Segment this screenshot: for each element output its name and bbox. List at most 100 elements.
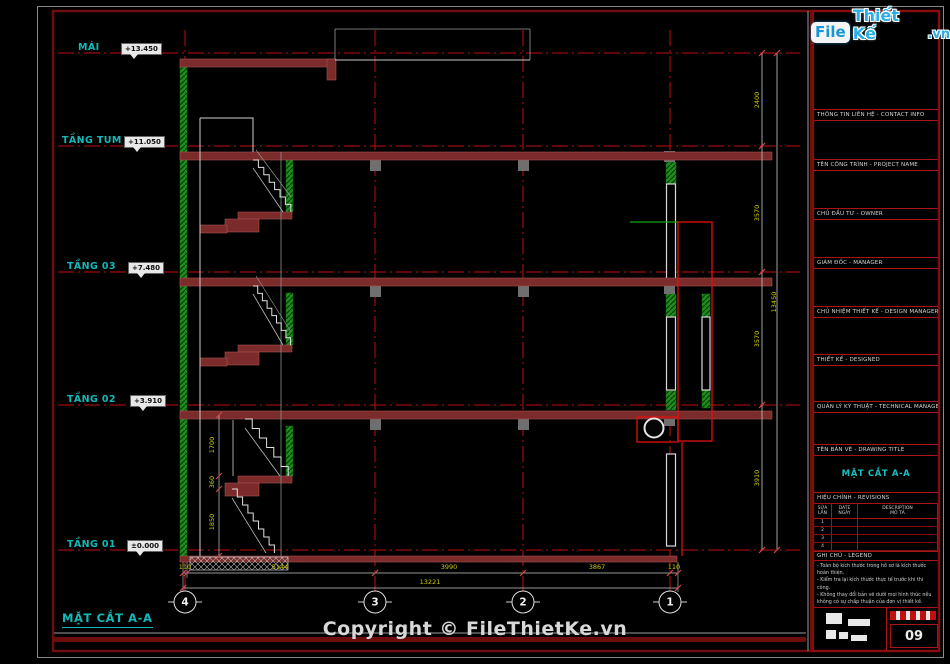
rev-col-text: LẦN (818, 511, 827, 516)
rev-date (832, 535, 858, 542)
stamp-block (851, 635, 867, 641)
stamp-block (848, 619, 870, 626)
dim-right: 3570 (753, 204, 761, 222)
rev-no: 2 (814, 527, 832, 534)
roof-lines (334, 28, 531, 61)
tb-header-technical: QUẢN LÝ KỸ THUẬT - TECHNICAL MANAGER (814, 401, 938, 413)
elevation-tag: +13.450 (121, 43, 162, 59)
rev-date (832, 519, 858, 526)
tb-header-owner: CHỦ ĐẦU TƯ - OWNER (814, 208, 938, 220)
rev-col-text: DESCRIPTION (882, 505, 913, 511)
logo-domain: .vn (927, 27, 950, 42)
elevation-value: +13.450 (125, 45, 158, 53)
rev-col-text: DATE (838, 505, 851, 511)
rev-no: 4 (814, 543, 832, 550)
dim-bottom: 110 (667, 563, 681, 571)
elevation-value: +3.910 (134, 397, 163, 405)
grid-bubble-1: 1 (658, 590, 682, 614)
logo-text: Thiết Kế (852, 6, 899, 43)
revision-row: 4 (814, 543, 938, 551)
tb-header-manager: GIÁM ĐỐC - MANAGER (814, 257, 938, 269)
elevation-tag: +3.910 (130, 395, 167, 411)
tb-cell (814, 171, 938, 208)
rev-desc (858, 535, 938, 542)
stamp-divider (886, 608, 887, 650)
floor-label-tum: TẦNG TUM (62, 135, 122, 146)
dim-right: 3910 (753, 469, 761, 487)
level-marker-icon (133, 147, 141, 152)
floor-label-01: TẦNG 01 (67, 539, 116, 550)
tb-header-revisions: HIỆU CHỈNH - REVISIONS (814, 492, 938, 504)
fan-circle (643, 417, 665, 439)
tb-stamp-area: 09 (814, 607, 938, 650)
elevation-tag: +11.050 (124, 136, 165, 152)
revision-row: 1 (814, 519, 938, 527)
tb-header-design-manager: CHỦ NHIỆM THIẾT KẾ - DESIGN MANAGER (814, 306, 938, 318)
windows (665, 183, 711, 547)
tb-notes: - Toàn bộ kích thước trong hồ sơ là kích… (814, 561, 938, 607)
rev-date (832, 527, 858, 534)
tb-cell (814, 220, 938, 257)
dim-bottom: 3990 (440, 563, 458, 571)
tb-cell (814, 366, 938, 401)
tb-cell (814, 318, 938, 354)
dim-right-total: 13450 (770, 291, 778, 313)
staircase (199, 117, 292, 556)
floor-label-02: TẦNG 02 (67, 394, 116, 405)
duct-shaft (630, 221, 713, 556)
note-line: - Không thay đổi bản vẽ dưới mọi hình th… (817, 592, 932, 605)
elevation-value: +7.480 (132, 264, 161, 272)
rev-col-text: NGÀY (838, 511, 851, 516)
copyright-watermark: Copyright © FileThietKe.vn (322, 618, 628, 640)
grid-lines (58, 30, 800, 597)
grid-bubble-3: 3 (363, 590, 387, 614)
elevation-tag: +7.480 (128, 262, 165, 278)
rev-desc (858, 527, 938, 534)
note-line: - Kiểm tra lại kích thước thực tế trước … (817, 578, 924, 591)
sheet-number: 09 (890, 624, 938, 648)
level-marker-icon (139, 406, 147, 411)
floor-label-mai: MÁI (78, 42, 100, 53)
dim-stair: 1700 (208, 436, 216, 454)
grid-bubble-4: 4 (173, 590, 197, 614)
rev-no: 3 (814, 535, 832, 542)
grid-bubble-2: 2 (511, 590, 535, 614)
dim-bottom: 110 (178, 563, 192, 571)
level-marker-icon (130, 54, 138, 59)
scale-stripe-icon (890, 611, 936, 620)
dimension-lines (168, 49, 781, 603)
stamp-block (839, 632, 848, 639)
level-marker-icon (137, 273, 145, 278)
dim-right: 2400 (753, 91, 761, 109)
tb-header-project: TÊN CÔNG TRÌNH - PROJECT NAME (814, 159, 938, 171)
filethietke-logo: File Thiết Kế .vn (811, 7, 950, 43)
rev-desc (858, 519, 938, 526)
elevation-value: ±0.000 (131, 542, 160, 550)
dim-bottom: 3867 (588, 563, 606, 571)
section-caption: MẶT CẮT A-A (62, 611, 153, 628)
tb-drawing-title: MẶT CẮT A-A (841, 469, 911, 479)
rev-col-text: SỬA (817, 505, 828, 511)
tb-cell (814, 413, 938, 444)
revision-row: 3 (814, 535, 938, 543)
dim-bottom: 5144 (271, 563, 289, 571)
note-line: - Toàn bộ kích thước trong hồ sơ là kích… (817, 564, 927, 577)
tb-header-legend: GHI CHÚ - LEGEND (814, 551, 938, 561)
rev-no: 1 (814, 519, 832, 526)
level-marker-icon (136, 551, 144, 556)
dim-stair: 360 (208, 475, 216, 489)
tb-header-drawing-title: TÊN BẢN VẼ - DRAWING TITLE (814, 444, 938, 456)
rev-col-text: MÔ TẢ (890, 511, 905, 516)
dim-stair: 1850 (208, 513, 216, 531)
rev-desc (858, 543, 938, 550)
logo-file-badge: File (811, 22, 850, 43)
stamp-block (826, 630, 836, 639)
tb-cell (814, 269, 938, 306)
elevation-tag: ±0.000 (127, 540, 164, 556)
footing-hatch (189, 556, 289, 571)
